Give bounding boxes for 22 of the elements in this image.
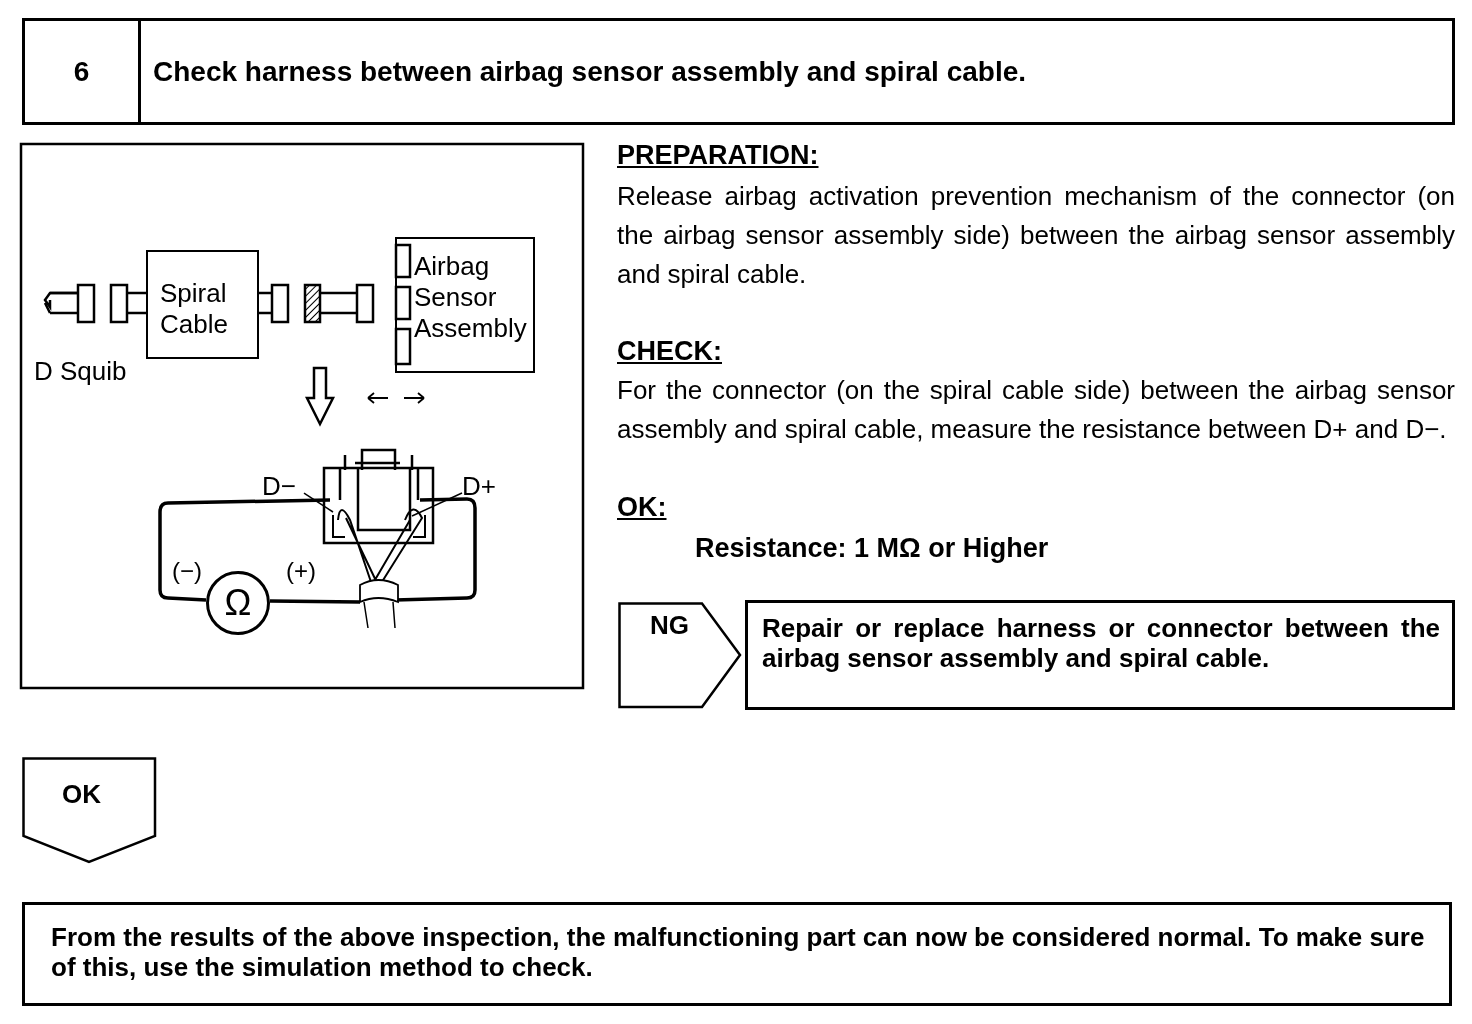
section-heading: OK:	[617, 491, 667, 524]
component-box: Spiral Cable	[146, 250, 259, 359]
instruction-paragraph: Release airbag activation prevention mechanism of the connector (on the airbag sensor assembly side) between the airbag sensor assembly and spiral cable.	[617, 180, 1455, 291]
specification-text: Resistance: 1 MΩ or Higher	[695, 532, 1049, 565]
ohmmeter-symbol: Ω	[206, 571, 270, 635]
pin-label: D−	[262, 470, 304, 502]
section-heading: PREPARATION:	[617, 139, 819, 172]
step-title: Check harness between airbag sensor assembly and spiral cable.	[138, 21, 1452, 122]
result-text-box: From the results of the above inspection, the malfunctioning part can now be considered normal. To make sure of this, use the simulation method to check.	[22, 902, 1452, 1006]
polarity-label: (+)	[286, 556, 317, 586]
leader-line	[303, 492, 334, 513]
leader-line	[411, 492, 463, 517]
component-box: Airbag Sensor Assembly	[395, 237, 535, 373]
section-heading: CHECK:	[617, 335, 722, 368]
result-text-box: Repair or replace harness or connector between the airbag sensor assembly and spiral cable.	[745, 600, 1455, 710]
ng-arrow-tab: NG	[618, 602, 742, 709]
instruction-paragraph: For the connector (on the spiral cable side) between the airbag sensor assembly and spiral cable, measure the resistance between D+ and D−.	[617, 374, 1455, 446]
pin-label: D+	[462, 470, 504, 502]
step-number: 6	[72, 54, 91, 89]
part-label: D Squib	[34, 355, 128, 387]
polarity-label: (−)	[172, 556, 203, 586]
ok-arrow-tab: OK	[22, 757, 157, 864]
